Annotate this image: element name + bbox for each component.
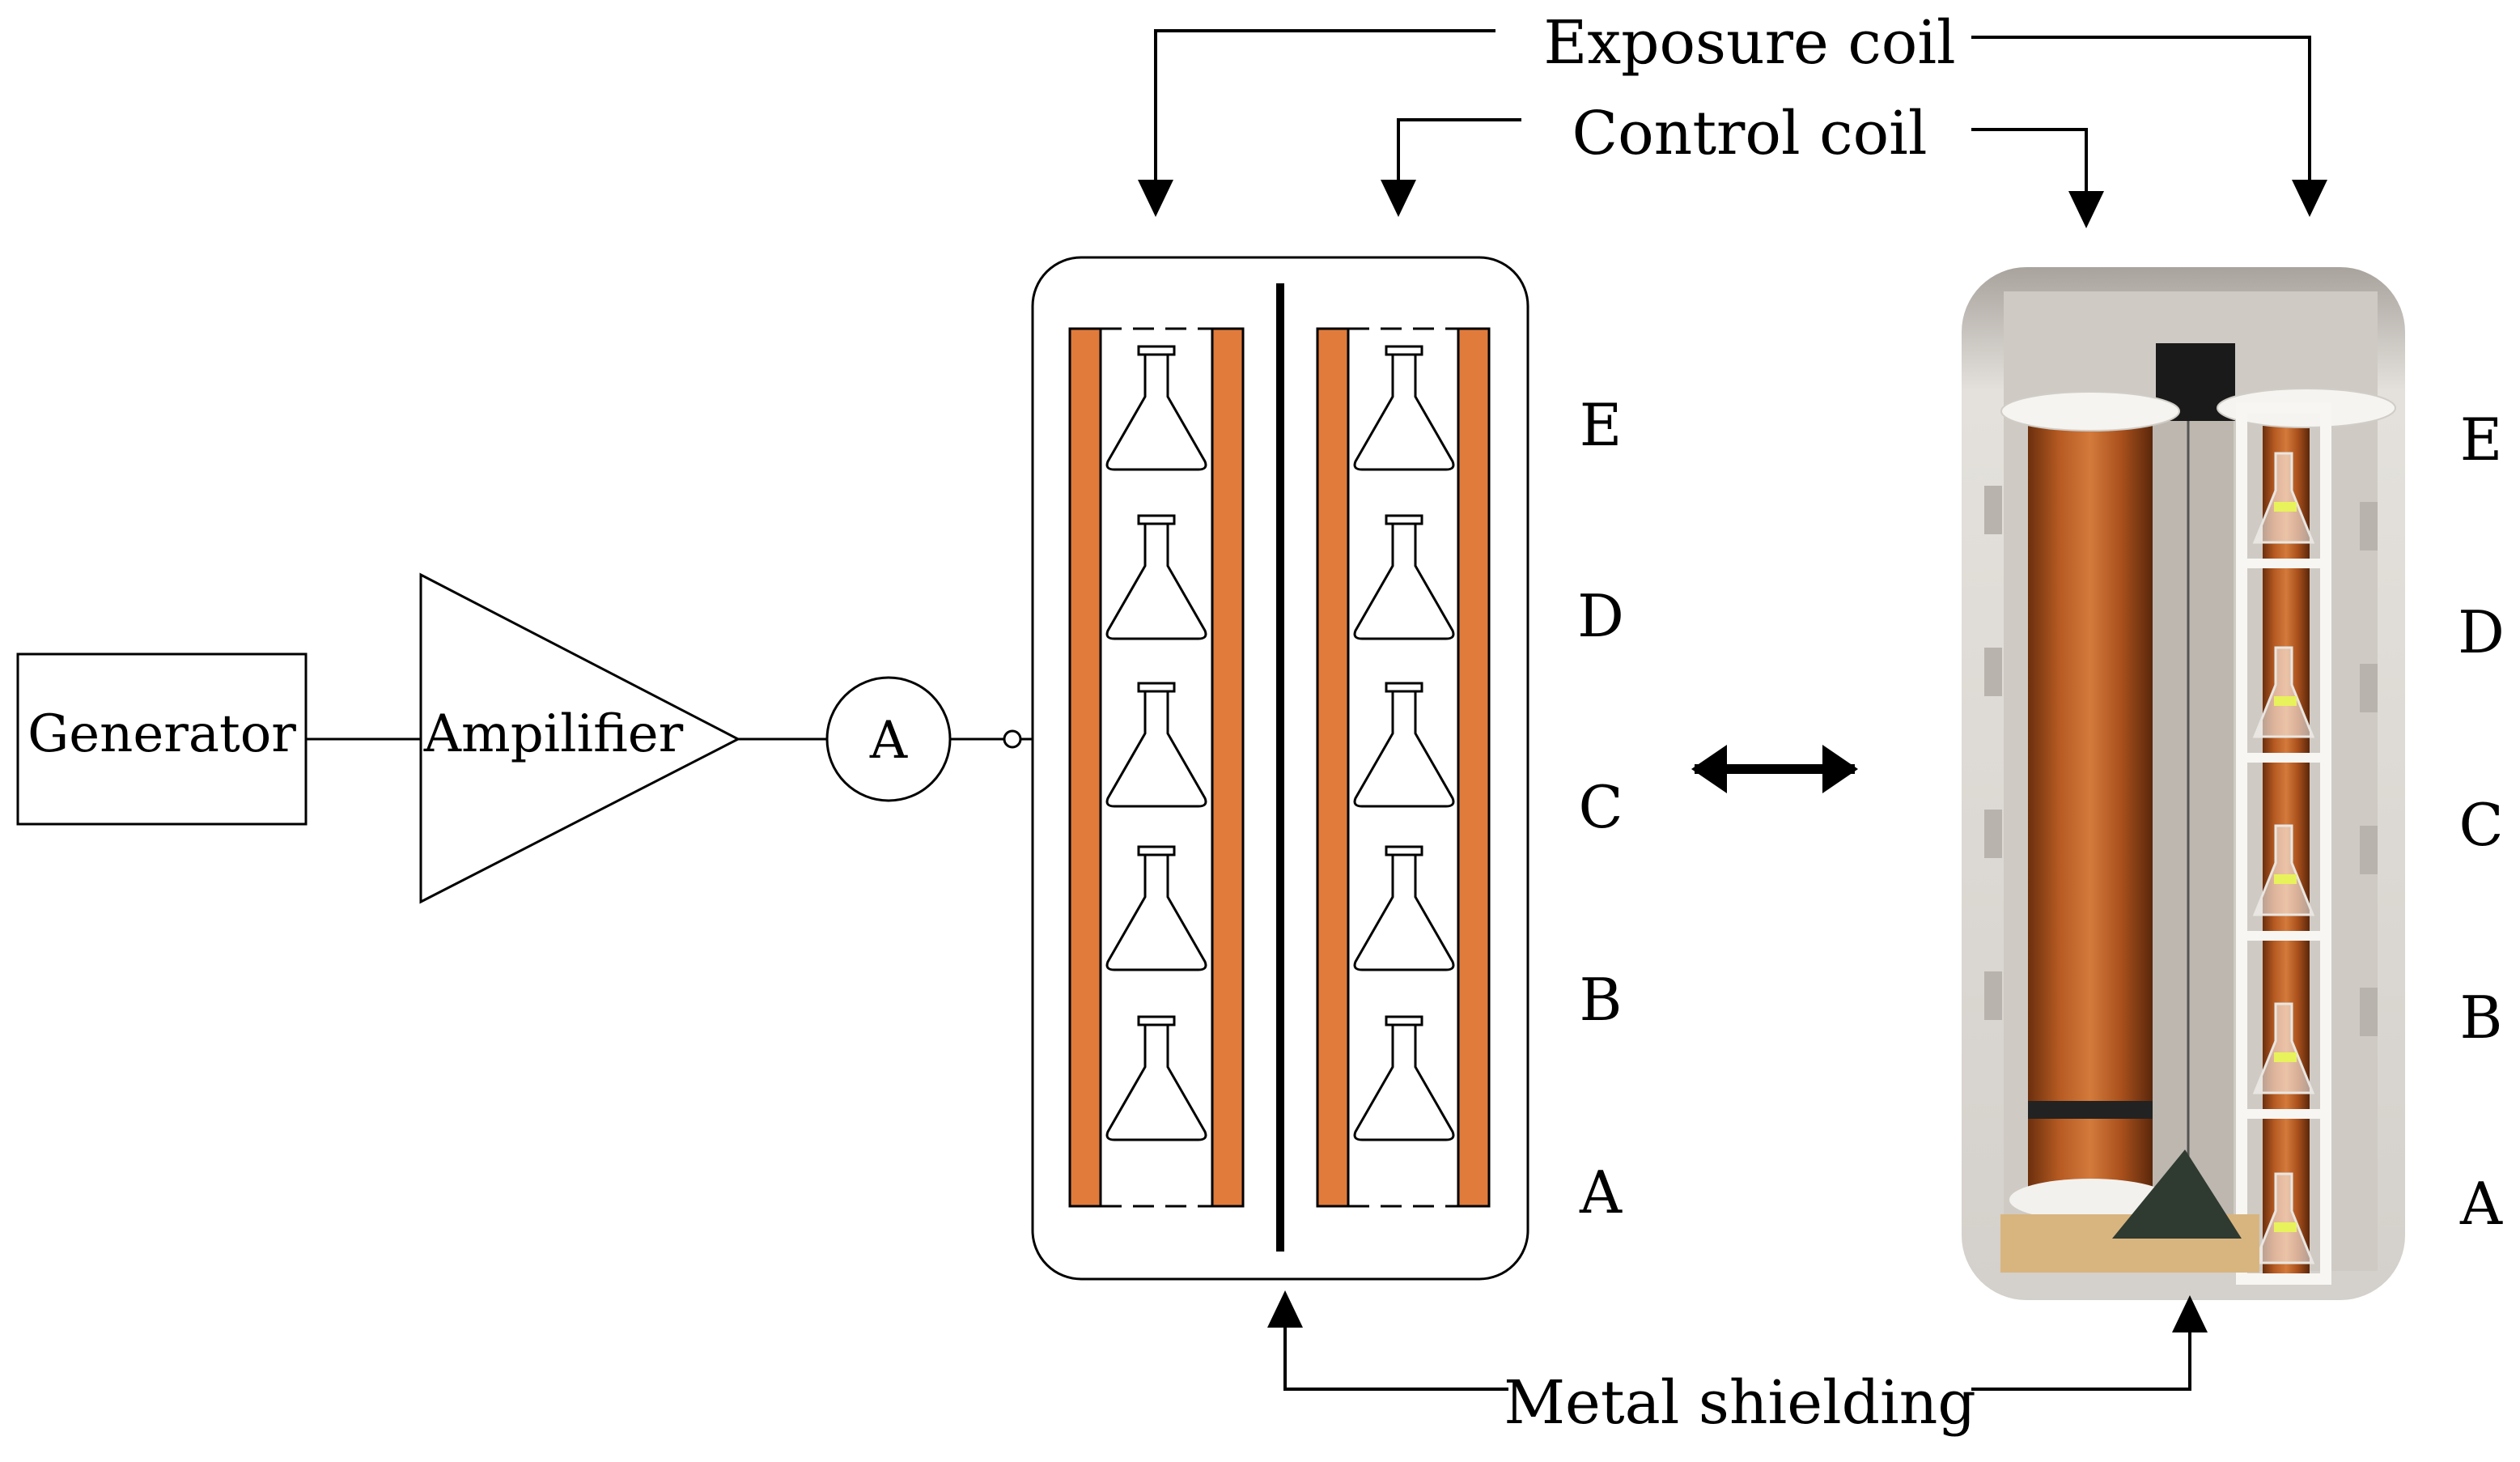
apparatus-photo [1962, 267, 2405, 1300]
photo-flask-tag [2274, 1222, 2297, 1232]
flask-icon [1105, 353, 1207, 471]
control-coil-leader-left [1397, 118, 1521, 201]
photo-position-label: C [2458, 791, 2503, 859]
photo-flask-tag [2274, 502, 2297, 512]
schematic-position-label: D [1577, 582, 1624, 650]
metal-shielding-leader-left [1283, 1310, 1508, 1391]
flask-lip [1137, 1015, 1176, 1026]
equivalence-double-arrow [1691, 745, 1858, 793]
vent-slots-left [1984, 486, 2002, 1020]
signal-chain: Generator Ampilifier A [16, 572, 1068, 904]
flask-icon [1353, 690, 1455, 808]
generator-label: Generator [28, 704, 296, 764]
flask-group [1105, 345, 1455, 1141]
flask-lip [1137, 514, 1176, 525]
schematic-position-label: A [1579, 1158, 1623, 1226]
flask-icon [1105, 690, 1207, 808]
ammeter-label: A [869, 711, 908, 771]
photo-position-label: A [2459, 1170, 2503, 1238]
exposure-coil-leader-right [1971, 36, 2311, 201]
flask-lip [1137, 845, 1176, 856]
exposure-coil-right-wall [1211, 327, 1245, 1208]
control-coil-arrowhead-right [2068, 191, 2104, 228]
photo-flask-tag [2274, 696, 2297, 706]
metal-shielding-arrowhead-left [1267, 1290, 1303, 1328]
photo-flask-rack [2236, 402, 2331, 1285]
schematic-position-labels: E D C B A [1577, 391, 1624, 1226]
schematic-position-label: C [1578, 773, 1623, 841]
flask-icon [1105, 1023, 1207, 1141]
exposure-coil-left-wall [1068, 327, 1102, 1208]
flask-lip [1137, 682, 1176, 693]
vent-slots-right [2360, 502, 2378, 1036]
flask-icon [1353, 853, 1455, 971]
metal-shielding-leader-right [1971, 1315, 2191, 1391]
exposure-coil-leader-left [1154, 29, 1495, 201]
exposure-coil-arrowhead-right [2292, 180, 2327, 217]
exposure-coil-arrowhead-left [1138, 180, 1173, 217]
metal-shielding-label: Metal shielding [1504, 1368, 1975, 1438]
amplifier-triangle [419, 572, 741, 904]
photo-position-label: E [2460, 406, 2503, 474]
photo-position-label: D [2458, 598, 2505, 666]
flask-lip [1385, 845, 1423, 856]
flask-icon [1353, 522, 1455, 640]
generator-box [16, 652, 308, 826]
callouts: Exposure coil Control coil Metal shieldi… [1138, 8, 2327, 1438]
control-coil-right-wall [1457, 327, 1491, 1208]
terminal-node [1003, 729, 1022, 749]
photo-exposure-coil-left [2028, 421, 2153, 1198]
flask-lip [1385, 345, 1423, 356]
photo-flask-icon [2252, 452, 2315, 544]
flask-lip [1385, 682, 1423, 693]
photo-flask-icon [2252, 824, 2315, 916]
control-coil-arrowhead-left [1381, 180, 1416, 217]
photo-flasks [2252, 452, 2315, 1264]
control-coil-leader-right [1971, 128, 2088, 204]
photo-coil-top-cap [2000, 391, 2180, 431]
schematic-position-label: E [1580, 391, 1623, 459]
photo-position-label: B [2460, 984, 2503, 1052]
photo-metal-shielding [2153, 421, 2234, 1239]
flask-lip [1385, 1015, 1423, 1026]
photo-rack-shelves [2242, 559, 2326, 1119]
flask-icon [1353, 1023, 1455, 1141]
photo-flask-icon [2252, 1002, 2315, 1094]
photo-position-labels: E D C B A [2458, 406, 2505, 1238]
control-coil-label: Control coil [1572, 99, 1927, 168]
flask-lip [1385, 514, 1423, 525]
exposure-coil-label: Exposure coil [1543, 8, 1955, 78]
flask-icon [1353, 353, 1455, 471]
metal-shielding-arrowhead-right [2172, 1295, 2208, 1332]
photo-dark-cloth [2112, 1150, 2242, 1239]
photo-flask-icon [2252, 1172, 2315, 1264]
photo-flask-tag [2274, 1052, 2297, 1062]
amplifier-label: Ampilifier [423, 704, 684, 764]
flask-icon [1105, 853, 1207, 971]
control-coil-left-wall [1316, 327, 1350, 1208]
flask-lip [1137, 345, 1176, 356]
flask-icon [1105, 522, 1207, 640]
schematic-enclosure [1031, 256, 1529, 1281]
photo-flask-tag [2274, 874, 2297, 884]
schematic-position-label: B [1580, 966, 1623, 1034]
photo-coil-band [2028, 1101, 2153, 1119]
photo-flask-icon [2252, 646, 2315, 738]
photo-coil-base-ring [2009, 1179, 2171, 1221]
